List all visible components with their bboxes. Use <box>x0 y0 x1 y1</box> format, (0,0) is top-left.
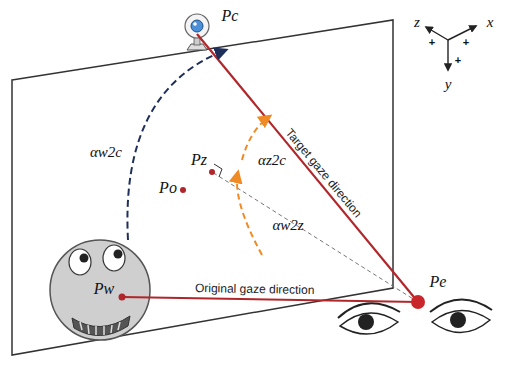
axis-sign: + <box>429 37 435 48</box>
axis-sign: + <box>463 37 469 48</box>
axis-sign: + <box>455 55 461 66</box>
point-z <box>209 169 215 175</box>
point-label: Pw <box>94 281 114 297</box>
screen-outline <box>12 20 393 355</box>
target-gaze-line <box>197 34 418 302</box>
axis-label: x <box>487 15 494 30</box>
point-label: Pz <box>191 152 207 168</box>
point-label: Pe <box>430 274 447 290</box>
original-gaze-line <box>122 297 418 302</box>
angle-label: αw2c <box>90 145 122 160</box>
angle-arc-w2z <box>237 172 262 255</box>
axis-label: z <box>414 15 420 30</box>
axis-triad <box>426 26 476 70</box>
point-o <box>180 187 186 193</box>
point-label: Po <box>159 180 177 196</box>
point-w <box>119 294 126 301</box>
point-e <box>411 295 425 309</box>
axis-label: y <box>445 77 452 92</box>
direction-label: Original gaze direction <box>195 282 315 296</box>
angle-arc-w2c <box>127 50 226 240</box>
point-label: Pc <box>222 8 239 24</box>
angle-label: αz2c <box>258 153 286 168</box>
smiley-face <box>50 240 150 340</box>
right-angle-mark <box>214 164 222 177</box>
angle-label: αw2z <box>272 218 303 233</box>
